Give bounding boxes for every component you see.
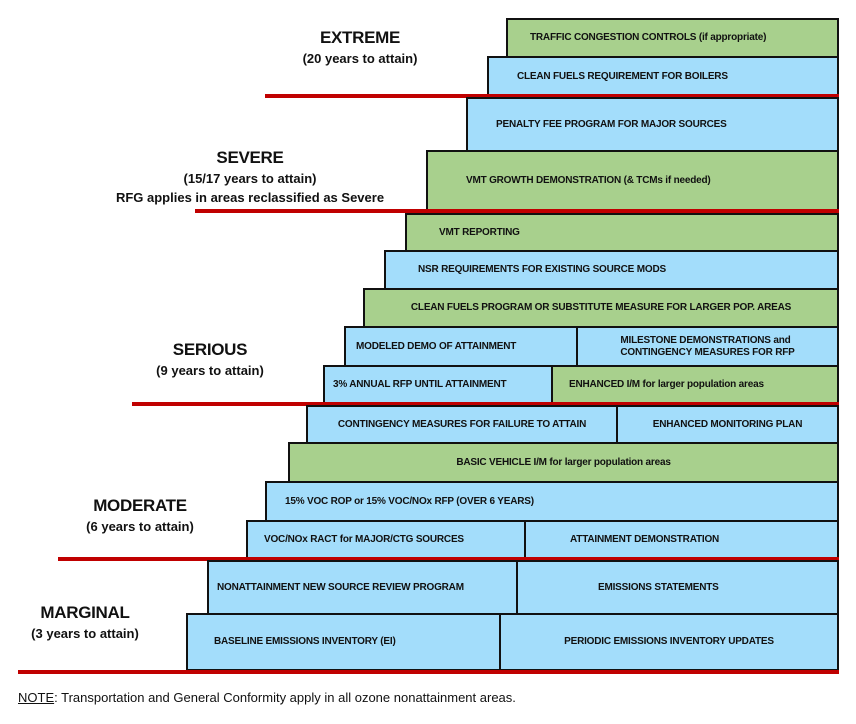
- classification-name: SEVERE: [216, 148, 284, 167]
- requirement-label: MILESTONE DEMONSTRATIONS and CONTINGENCY…: [620, 335, 794, 358]
- requirement-label: 3% ANNUAL RFP UNTIL ATTAINMENT: [333, 379, 507, 391]
- note-label: NOTE: [18, 690, 55, 705]
- requirement-label: CONTINGENCY MEASURES FOR FAILURE TO ATTA…: [337, 418, 587, 430]
- requirement-label: VMT GROWTH DEMONSTRATION (& TCMs if need…: [466, 174, 711, 186]
- requirement-nsr-existing: NSR REQUIREMENTS FOR EXISTING SOURCE MOD…: [384, 250, 839, 290]
- requirement-ract: VOC/NOx RACT for MAJOR/CTG SOURCES: [246, 520, 526, 560]
- requirement-enhanced-im: ENHANCED I/M for larger population areas: [551, 365, 839, 405]
- requirement-label: VOC/NOx RACT for MAJOR/CTG SOURCES: [264, 534, 464, 546]
- note-text: : Transportation and General Conformity …: [54, 690, 516, 705]
- severe-title: SEVERE (15/17 years to attain) RFG appli…: [110, 148, 390, 205]
- label-line: CONTINGENCY MEASURES FOR RFP: [620, 346, 795, 358]
- requirement-attainment-demo: ATTAINMENT DEMONSTRATION: [524, 520, 839, 560]
- classification-name: SERIOUS: [172, 340, 248, 359]
- requirement-label: CLEAN FUELS REQUIREMENT FOR BOILERS: [517, 70, 728, 82]
- moderate-title: MODERATE (6 years to attain): [55, 496, 225, 534]
- requirement-label: EMISSIONS STATEMENTS: [598, 581, 719, 593]
- requirement-label: 15% VOC ROP or 15% VOC/NOx RFP (OVER 6 Y…: [285, 495, 534, 507]
- requirement-vmt-growth: VMT GROWTH DEMONSTRATION (& TCMs if need…: [426, 150, 839, 211]
- requirement-label: VMT REPORTING: [439, 226, 520, 238]
- requirement-periodic-ei: PERIODIC EMISSIONS INVENTORY UPDATES: [499, 613, 839, 671]
- severe-divider: [195, 209, 839, 213]
- classification-name: MODERATE: [93, 496, 187, 515]
- classification-timeframe: (20 years to attain): [302, 51, 418, 66]
- requirement-label: NONATTAINMENT NEW SOURCE REVIEW PROGRAM: [217, 581, 464, 593]
- classification-timeframe: (3 years to attain): [31, 626, 139, 641]
- classification-timeframe: (9 years to attain): [156, 363, 264, 378]
- requirement-clean-fuels-boilers: CLEAN FUELS REQUIREMENT FOR BOILERS: [487, 56, 839, 97]
- extreme-divider: [265, 94, 839, 98]
- requirement-label: ENHANCED I/M for larger population areas: [569, 379, 764, 391]
- requirement-label: PERIODIC EMISSIONS INVENTORY UPDATES: [564, 636, 774, 648]
- requirement-traffic-congestion: TRAFFIC CONGESTION CONTROLS (if appropri…: [506, 18, 839, 58]
- requirement-contingency-failure: CONTINGENCY MEASURES FOR FAILURE TO ATTA…: [306, 405, 618, 444]
- classification-timeframe: (6 years to attain): [86, 519, 194, 534]
- requirement-label: PENALTY FEE PROGRAM FOR MAJOR SOURCES: [496, 118, 727, 130]
- requirement-label: BASIC VEHICLE I/M for larger population …: [456, 456, 671, 468]
- requirement-milestone-demos: MILESTONE DEMONSTRATIONS and CONTINGENCY…: [576, 326, 839, 367]
- requirement-modeled-demo: MODELED DEMO OF ATTAINMENT: [344, 326, 578, 367]
- requirement-annual-rfp: 3% ANNUAL RFP UNTIL ATTAINMENT: [323, 365, 553, 405]
- requirement-label: ENHANCED MONITORING PLAN: [652, 418, 803, 430]
- serious-divider: [132, 402, 839, 406]
- requirement-baseline-ei: BASELINE EMISSIONS INVENTORY (EI): [186, 613, 501, 671]
- requirement-clean-fuels-program: CLEAN FUELS PROGRAM OR SUBSTITUTE MEASUR…: [363, 288, 839, 328]
- requirement-label: NSR REQUIREMENTS FOR EXISTING SOURCE MOD…: [418, 264, 666, 276]
- moderate-divider: [58, 557, 839, 561]
- requirement-enhanced-monitoring: ENHANCED MONITORING PLAN: [616, 405, 839, 444]
- classification-name: MARGINAL: [40, 603, 130, 622]
- serious-title: SERIOUS (9 years to attain): [125, 340, 295, 378]
- requirement-label: CLEAN FUELS PROGRAM OR SUBSTITUTE MEASUR…: [410, 302, 792, 314]
- classification-timeframe: (15/17 years to attain): [183, 171, 317, 186]
- marginal-title: MARGINAL (3 years to attain): [10, 603, 160, 641]
- requirement-voc-rop: 15% VOC ROP or 15% VOC/NOx RFP (OVER 6 Y…: [265, 481, 839, 522]
- marginal-divider: [18, 670, 839, 674]
- requirement-label: ATTAINMENT DEMONSTRATION: [570, 534, 720, 546]
- requirement-label: BASELINE EMISSIONS INVENTORY (EI): [214, 636, 396, 648]
- label-line: MILESTONE DEMONSTRATIONS and: [620, 335, 791, 346]
- requirement-vmt-reporting: VMT REPORTING: [405, 213, 839, 252]
- rfg-note: RFG applies in areas reclassified as Sev…: [115, 190, 385, 205]
- footnote: NOTE: Transportation and General Conform…: [18, 690, 516, 705]
- requirement-penalty-fee: PENALTY FEE PROGRAM FOR MAJOR SOURCES: [466, 97, 839, 152]
- requirement-nnsr: NONATTAINMENT NEW SOURCE REVIEW PROGRAM: [207, 560, 518, 615]
- classification-name: EXTREME: [319, 28, 401, 47]
- extreme-title: EXTREME (20 years to attain): [275, 28, 445, 66]
- requirement-basic-im: BASIC VEHICLE I/M for larger population …: [288, 442, 839, 483]
- requirement-emissions-statements: EMISSIONS STATEMENTS: [516, 560, 839, 615]
- requirement-label: TRAFFIC CONGESTION CONTROLS (if appropri…: [530, 32, 767, 44]
- requirement-label: MODELED DEMO OF ATTAINMENT: [356, 340, 517, 352]
